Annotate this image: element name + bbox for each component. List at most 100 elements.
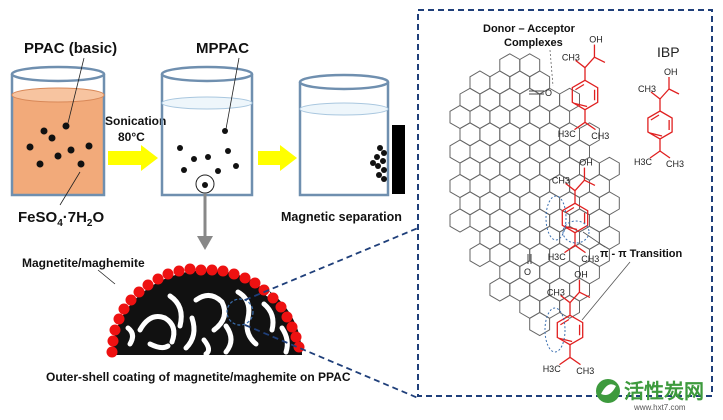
pi-ellipse-1 bbox=[545, 195, 567, 241]
oh-label: OH bbox=[574, 270, 588, 280]
ch3-label: CH3 bbox=[547, 287, 565, 297]
sonication-label: Sonication bbox=[105, 114, 166, 128]
ibp-label: IBP bbox=[657, 44, 680, 60]
zoom-connector-bottom bbox=[244, 324, 419, 399]
donor-pointer bbox=[549, 49, 554, 87]
double-bond bbox=[649, 132, 663, 137]
h3c-label: H3C bbox=[558, 129, 577, 139]
oh-label: OH bbox=[589, 35, 603, 45]
particle-body bbox=[112, 270, 302, 355]
h3c-label: H3C bbox=[543, 364, 562, 374]
bond-left bbox=[649, 150, 661, 159]
collected-particles bbox=[370, 145, 387, 182]
beaker-mppac bbox=[160, 65, 254, 197]
ch3-label: CH3 bbox=[576, 366, 594, 376]
double-bond bbox=[564, 225, 578, 231]
complexes-label: Complexes bbox=[504, 37, 563, 49]
liquid-surface bbox=[299, 102, 389, 116]
bond-carboxyl bbox=[659, 88, 670, 100]
ch3-label: CH3 bbox=[562, 52, 580, 62]
carbonyl-1: O bbox=[529, 88, 552, 98]
bond-methyl bbox=[560, 294, 571, 304]
watermark: 活性炭网 www.hxt7.com bbox=[596, 379, 704, 412]
ch3-label: CH3 bbox=[591, 131, 609, 141]
graphene-ring bbox=[499, 53, 521, 78]
graphene-ring bbox=[559, 87, 580, 112]
graphene-ring bbox=[598, 225, 620, 250]
graphene-ring bbox=[598, 191, 620, 216]
bond-carboxyl bbox=[569, 291, 580, 304]
h3c-label: H3C bbox=[548, 252, 567, 262]
pi-pointer-2 bbox=[581, 261, 631, 321]
graphene-ring bbox=[519, 53, 541, 78]
beaker-rim bbox=[298, 73, 390, 91]
double-bond bbox=[559, 337, 573, 343]
bond-oh bbox=[584, 179, 596, 187]
yellow-arrow-1 bbox=[108, 145, 158, 171]
liquid-surface bbox=[11, 87, 105, 103]
temperature-label: 80°C bbox=[118, 130, 145, 144]
double-bond bbox=[565, 206, 575, 214]
grey-arrow-head bbox=[197, 236, 213, 250]
beaker-wall bbox=[160, 74, 254, 197]
beaker-separation bbox=[298, 73, 405, 197]
leaf-shape bbox=[601, 384, 616, 395]
graphene-ring bbox=[598, 156, 620, 181]
ppac-particle bbox=[106, 263, 305, 358]
zoom-circle bbox=[195, 174, 215, 194]
beaker-wall bbox=[10, 74, 106, 197]
reagent-pointer bbox=[59, 171, 81, 206]
carbonyl-o: O bbox=[524, 267, 531, 277]
carbonyl-2: O bbox=[524, 254, 532, 277]
graphene-ring bbox=[449, 208, 471, 233]
magnetite-dots bbox=[106, 263, 305, 358]
ch3-label: CH3 bbox=[581, 254, 599, 264]
graphene-ring bbox=[529, 311, 551, 337]
particles-mppac bbox=[177, 128, 239, 188]
oh-label: OH bbox=[579, 158, 593, 168]
beaker-rim bbox=[160, 65, 254, 83]
ch3-label: CH3 bbox=[552, 175, 570, 185]
donor-acceptor-label: Donor – Acceptor bbox=[483, 23, 576, 35]
beaker-rim bbox=[10, 65, 106, 83]
magnet-bar bbox=[392, 125, 405, 194]
mppac-pointer bbox=[225, 57, 240, 130]
bond-right bbox=[574, 244, 586, 254]
bond-right bbox=[569, 356, 581, 366]
bond-carboxyl bbox=[574, 179, 585, 192]
bond-oh bbox=[579, 291, 591, 299]
bond-carboxyl bbox=[584, 56, 595, 69]
reagent-formula: FeSO4·7H2O bbox=[18, 209, 104, 229]
yellow-arrow-2 bbox=[258, 145, 297, 171]
particles-ppac bbox=[26, 122, 93, 168]
ch3-label: CH3 bbox=[638, 84, 656, 94]
double-bond bbox=[650, 114, 660, 121]
beaker-wall bbox=[298, 82, 390, 197]
h3c-label: H3C bbox=[634, 157, 653, 167]
magnetite-label: Magnetite/maghemite bbox=[22, 256, 145, 270]
benzene-ring bbox=[647, 110, 673, 140]
bond-methyl bbox=[575, 59, 586, 69]
graphene-ring bbox=[469, 242, 491, 268]
bond-methyl bbox=[650, 91, 661, 100]
double-bond bbox=[560, 318, 570, 326]
bond-right bbox=[584, 121, 596, 131]
pi-transition-label: π - π Transition bbox=[600, 248, 683, 260]
mppac-label: MPPAC bbox=[196, 40, 249, 57]
bond-left bbox=[559, 356, 571, 366]
bond-methyl bbox=[565, 182, 576, 192]
graphene-sheet bbox=[449, 53, 620, 337]
pi-pointer-1 bbox=[582, 231, 606, 248]
bond-oh bbox=[668, 88, 680, 95]
magnetic-separation-label: Magnetic separation bbox=[281, 210, 402, 224]
graphene-ring bbox=[489, 277, 511, 302]
liquid-surface bbox=[161, 96, 253, 110]
pi-ellipse-2 bbox=[562, 220, 590, 244]
pi-ellipse-3 bbox=[544, 307, 566, 353]
ch3-label: CH3 bbox=[666, 159, 684, 169]
